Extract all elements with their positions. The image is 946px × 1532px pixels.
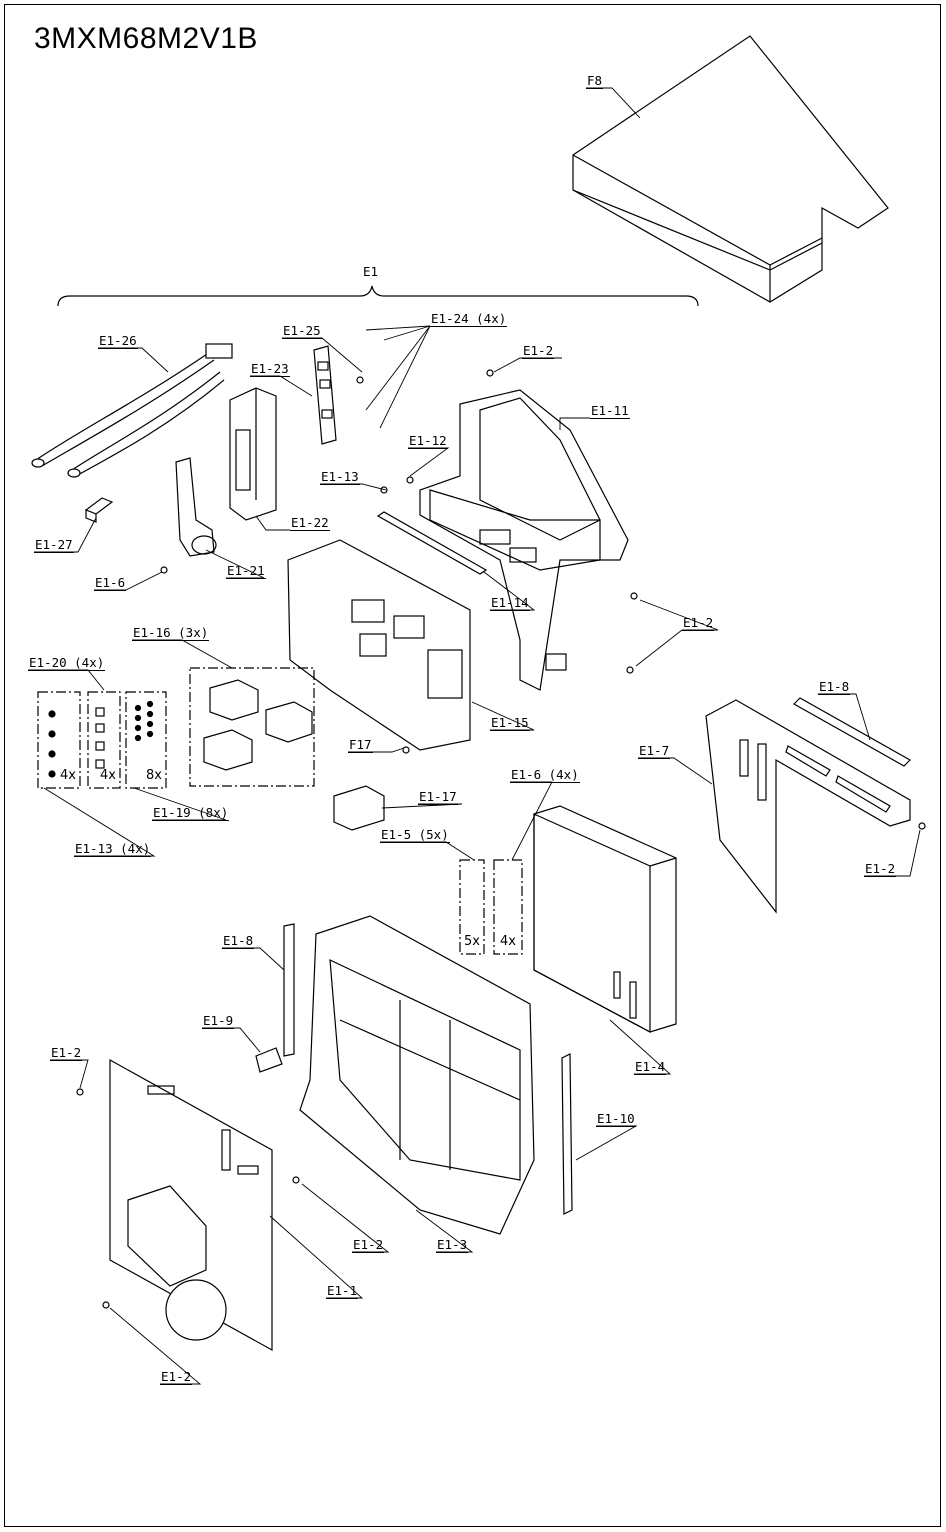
label-e1-12[interactable]: E1-12 bbox=[408, 433, 448, 449]
label-e1-20[interactable]: E1-20 (4x) bbox=[28, 655, 106, 671]
part-e1-17-terminal-block[interactable] bbox=[333, 785, 385, 831]
group-e1-20-screws[interactable] bbox=[37, 691, 167, 789]
label-f8[interactable]: F8 bbox=[586, 73, 604, 89]
label-e1-3[interactable]: E1-3 bbox=[436, 1237, 469, 1253]
label-e1-5[interactable]: E1-5 (5x) bbox=[380, 827, 450, 843]
label-e1-24[interactable]: E1-24 (4x) bbox=[430, 311, 508, 327]
label-e1-4[interactable]: E1-4 bbox=[634, 1059, 667, 1075]
label-e1-10[interactable]: E1-10 bbox=[596, 1111, 636, 1127]
label-e1-2-mid[interactable]: E1-2 bbox=[352, 1237, 385, 1253]
part-e1-22-terminal-block[interactable] bbox=[229, 387, 277, 521]
part-e1-8-strip-top[interactable] bbox=[793, 697, 911, 767]
part-e1-14-strip[interactable] bbox=[376, 511, 488, 575]
part-e1-26-wire-harness[interactable] bbox=[31, 343, 233, 478]
label-e1-1[interactable]: E1-1 bbox=[326, 1283, 359, 1299]
label-e1-16[interactable]: E1-16 (3x) bbox=[132, 625, 210, 641]
label-e1-9[interactable]: E1-9 bbox=[202, 1013, 235, 1029]
label-e1-23[interactable]: E1-23 bbox=[250, 361, 290, 377]
part-e1-8-strip-left[interactable] bbox=[283, 923, 295, 1057]
label-e1-2-top[interactable]: E1-2 bbox=[522, 343, 555, 359]
label-e1-25[interactable]: E1-25 bbox=[282, 323, 322, 339]
part-e1-25-connector-board[interactable] bbox=[313, 345, 337, 445]
part-e1-11-frame[interactable] bbox=[419, 389, 629, 691]
label-e1-13[interactable]: E1-13 bbox=[320, 469, 360, 485]
qty-screws-4x-c: 4x bbox=[500, 934, 516, 949]
label-e1-6-4x[interactable]: E1-6 (4x) bbox=[510, 767, 580, 783]
label-e1-8-left[interactable]: E1-8 bbox=[222, 933, 255, 949]
qty-screws-8x: 8x bbox=[146, 768, 162, 783]
label-e1-15[interactable]: E1-15 bbox=[490, 715, 530, 731]
label-e1-21[interactable]: E1-21 bbox=[226, 563, 266, 579]
qty-screws-5x: 5x bbox=[464, 934, 480, 949]
group-e1-16-terminal-blocks[interactable] bbox=[189, 667, 315, 787]
label-e1-7[interactable]: E1-7 bbox=[638, 743, 671, 759]
part-e1-21-bracket[interactable] bbox=[175, 457, 217, 557]
part-e1-1-pcb[interactable] bbox=[109, 1058, 273, 1352]
label-e1-17[interactable]: E1-17 bbox=[418, 789, 458, 805]
label-e1-2-right[interactable]: E1-2 bbox=[682, 615, 715, 631]
label-e1-13-4x[interactable]: E1-13 (4x) bbox=[74, 841, 152, 857]
part-e1-7-side-plate[interactable] bbox=[705, 699, 911, 914]
part-e1-9-block[interactable] bbox=[255, 1047, 283, 1073]
part-e1-10-strip[interactable] bbox=[561, 1053, 573, 1215]
label-e1-6[interactable]: E1-6 bbox=[94, 575, 127, 591]
model-title: 3MXM68M2V1B bbox=[34, 22, 258, 55]
label-e1-27[interactable]: E1-27 bbox=[34, 537, 74, 553]
qty-screws-4x-a: 4x bbox=[60, 768, 76, 783]
label-e1-26[interactable]: E1-26 bbox=[98, 333, 138, 349]
label-e1-2-left[interactable]: E1-2 bbox=[50, 1045, 83, 1061]
label-e1-11[interactable]: E1-11 bbox=[590, 403, 630, 419]
part-f8-top-cover[interactable] bbox=[572, 35, 889, 303]
part-e1-3-switch-box[interactable] bbox=[299, 915, 535, 1235]
qty-screws-4x-b: 4x bbox=[100, 768, 116, 783]
label-f17[interactable]: F17 bbox=[348, 737, 373, 753]
label-e1-22[interactable]: E1-22 bbox=[290, 515, 330, 531]
screws[interactable] bbox=[76, 369, 926, 1309]
label-e1-8-top[interactable]: E1-8 bbox=[818, 679, 851, 695]
group-brace-e1 bbox=[57, 285, 699, 307]
label-e1-2-bottom[interactable]: E1-2 bbox=[160, 1369, 193, 1385]
drawing-frame bbox=[4, 4, 941, 1527]
label-e1-14[interactable]: E1-14 bbox=[490, 595, 530, 611]
label-e1-2-far-right[interactable]: E1-2 bbox=[864, 861, 897, 877]
label-e1-19[interactable]: E1-19 (8x) bbox=[152, 805, 230, 821]
label-e1-group: E1 bbox=[363, 264, 379, 279]
part-e1-15-plate[interactable] bbox=[287, 539, 471, 751]
group-e1-5-e1-6-screws[interactable] bbox=[459, 859, 523, 955]
part-e1-4-heatsink[interactable] bbox=[533, 805, 677, 1034]
part-e1-27-clip[interactable] bbox=[84, 497, 114, 523]
